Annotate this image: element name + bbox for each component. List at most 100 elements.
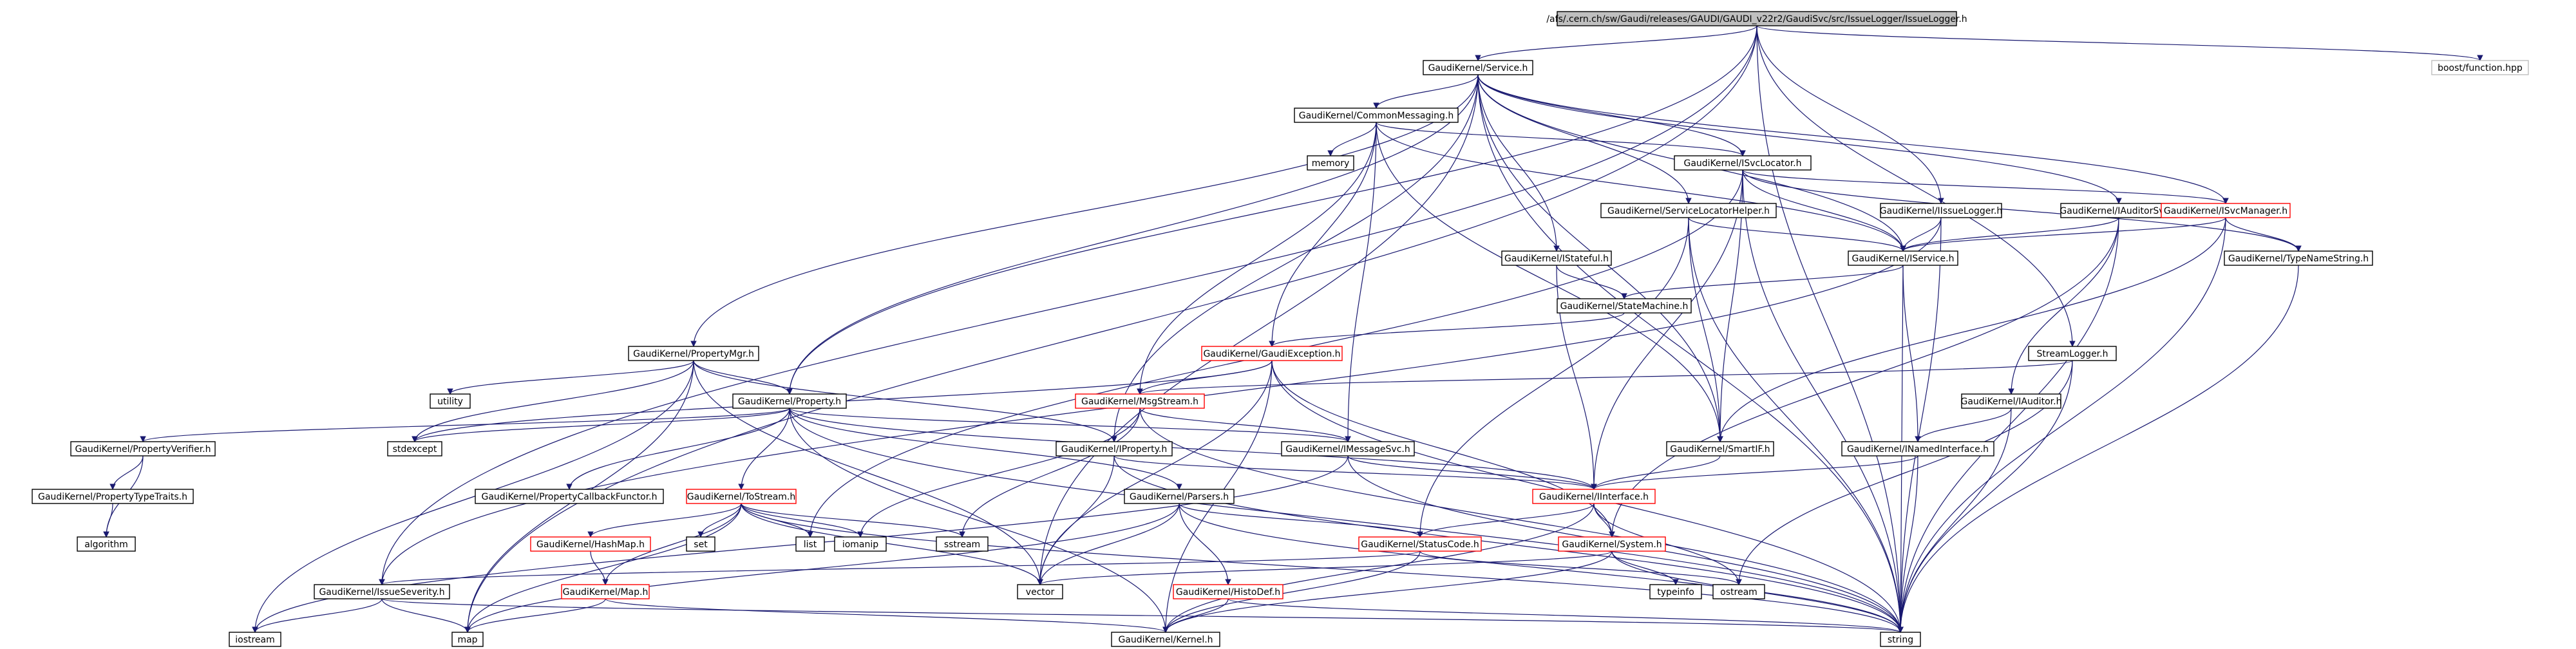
edge-svclochelper-to-smartif xyxy=(1688,217,1723,442)
node-label-list: list xyxy=(804,540,817,550)
edge-svclochelper-to-string xyxy=(1688,217,1904,633)
node-label-streamlogger: StreamLogger.h xyxy=(2037,349,2108,359)
node-gaudiexception[interactable]: GaudiKernel/GaudiException.h xyxy=(1201,346,1343,361)
node-box-typeinfo xyxy=(1649,584,1702,599)
node-msgstream[interactable]: GaudiKernel/MsgStream.h xyxy=(1075,393,1205,409)
node-ostream[interactable]: ostream xyxy=(1712,584,1765,599)
node-box-algorithm xyxy=(77,536,136,552)
node-imessagesvc[interactable]: GaudiKernel/IMessageSvc.h xyxy=(1281,441,1415,456)
node-vector[interactable]: vector xyxy=(1017,584,1063,599)
node-iinterface[interactable]: GaudiKernel/IInterface.h xyxy=(1532,489,1656,504)
node-histodef[interactable]: GaudiKernel/HistoDef.h xyxy=(1173,584,1283,599)
node-inamedinterface[interactable]: GaudiKernel/INamedInterface.h xyxy=(1841,441,1994,456)
node-streamlogger[interactable]: StreamLogger.h xyxy=(2028,346,2117,361)
node-service[interactable]: GaudiKernel/Service.h xyxy=(1423,60,1533,75)
node-tbstream[interactable]: GaudiKernel/ToStream.h xyxy=(686,489,797,504)
node-label-parsers: GaudiKernel/Parsers.h xyxy=(1130,492,1229,502)
node-statuscode[interactable]: GaudiKernel/StatusCode.h xyxy=(1358,536,1482,552)
edge-iproperty-to-string xyxy=(1113,455,1904,633)
node-box-msgstream xyxy=(1075,393,1205,409)
edges-layer xyxy=(103,25,2483,633)
node-label-iauditorsvc: GaudiKernel/IAuditorSvc.h xyxy=(2060,206,2177,216)
node-algorithm[interactable]: algorithm xyxy=(77,536,136,552)
edge-iissuelogger-to-string xyxy=(1897,217,1942,633)
node-istateful[interactable]: GaudiKernel/IStateful.h xyxy=(1501,250,1612,266)
edge-property-to-string xyxy=(789,408,1904,633)
node-box-isvclocator xyxy=(1674,155,1812,171)
edge-propertymgr-to-utility xyxy=(447,360,694,395)
node-iservice[interactable]: GaudiKernel/IService.h xyxy=(1848,250,1958,266)
edge-property-to-parsers xyxy=(789,408,1182,490)
node-box-imessagesvc xyxy=(1281,441,1415,456)
edge-system-to-vector xyxy=(1037,550,1613,585)
node-stdexcept[interactable]: stdexcept xyxy=(387,441,442,456)
node-label-proptypetraits: GaudiKernel/PropertyTypeTraits.h xyxy=(38,492,187,502)
node-iomanip[interactable]: iomanip xyxy=(834,536,887,552)
node-smartif[interactable]: GaudiKernel/SmartIF.h xyxy=(1666,441,1774,456)
node-propertymgr[interactable]: GaudiKernel/PropertyMgr.h xyxy=(628,346,759,361)
node-box-hashmap xyxy=(530,536,651,552)
node-label-propcallbackfunctor: GaudiKernel/PropertyCallbackFunctor.h xyxy=(482,492,658,502)
edge-iauditor-to-inamedinterface xyxy=(1915,408,2012,442)
edge-propertymgr-to-vector xyxy=(693,360,1043,585)
node-set[interactable]: set xyxy=(686,536,715,552)
node-string[interactable]: string xyxy=(1880,632,1921,647)
node-label-set: set xyxy=(694,540,708,550)
edge-tbstream-to-vector xyxy=(741,503,1043,585)
node-propcallbackfunctor[interactable]: GaudiKernel/PropertyCallbackFunctor.h xyxy=(475,489,664,504)
node-utility[interactable]: utility xyxy=(430,393,471,409)
node-issueseverity[interactable]: GaudiKernel/IssueSeverity.h xyxy=(314,584,450,599)
node-svclochelper[interactable]: GaudiKernel/ServiceLocatorHelper.h xyxy=(1600,203,1777,218)
node-label-iproperty: GaudiKernel/IProperty.h xyxy=(1061,444,1167,455)
node-box-iostream xyxy=(229,632,281,647)
node-map_h[interactable]: GaudiKernel/Map.h xyxy=(561,584,650,599)
edge-statuscode-to-issueseverity xyxy=(379,550,1421,585)
node-label-stdexcept: stdexcept xyxy=(393,444,437,455)
node-typenamestring[interactable]: GaudiKernel/TypeNameString.h xyxy=(2224,250,2373,266)
node-statemachine[interactable]: GaudiKernel/StateMachine.h xyxy=(1557,298,1692,314)
node-system[interactable]: GaudiKernel/System.h xyxy=(1558,536,1666,552)
node-boostfn[interactable]: boost/function.hpp xyxy=(2431,60,2529,75)
edge-issueseverity-to-iostream xyxy=(252,598,383,633)
edge-root-to-boostfn xyxy=(1756,25,2483,61)
node-box-issueseverity xyxy=(314,584,450,599)
node-sstream[interactable]: sstream xyxy=(936,536,989,552)
node-box-histodef xyxy=(1173,584,1283,599)
node-box-streamlogger xyxy=(2028,346,2117,361)
node-iostream[interactable]: iostream xyxy=(229,632,281,647)
node-isvcmanager[interactable]: GaudiKernel/ISvcManager.h xyxy=(2161,203,2291,218)
edge-isvclocator-to-string xyxy=(1742,169,1904,633)
edge-property-to-stdexcept xyxy=(412,408,790,442)
edge-tbstream-to-set xyxy=(697,503,742,538)
node-box-proptypetraits xyxy=(32,489,194,504)
node-list[interactable]: list xyxy=(795,536,825,552)
node-root: /afs/.cern.ch/sw/Gaudi/releases/GAUDI/GA… xyxy=(1546,11,1967,26)
node-iproperty[interactable]: GaudiKernel/IProperty.h xyxy=(1056,441,1173,456)
node-iauditorsvc[interactable]: GaudiKernel/IAuditorSvc.h xyxy=(2060,203,2178,218)
node-box-isvcmanager xyxy=(2161,203,2291,218)
node-box-parsers xyxy=(1124,489,1235,504)
node-map[interactable]: map xyxy=(451,632,484,647)
node-iauditor[interactable]: GaudiKernel/IAuditor.h xyxy=(1961,393,2062,409)
node-kernel[interactable]: GaudiKernel/Kernel.h xyxy=(1111,632,1220,647)
edge-commonmsg-to-isvclocator xyxy=(1376,122,1746,156)
node-commonmsg[interactable]: GaudiKernel/CommonMessaging.h xyxy=(1294,108,1459,123)
edge-commonmsg-to-iservice xyxy=(1376,122,1906,252)
node-label-propertyverifier: GaudiKernel/PropertyVerifier.h xyxy=(75,444,211,455)
edge-isvclocator-to-typenamestring xyxy=(1742,169,2302,252)
node-parsers[interactable]: GaudiKernel/Parsers.h xyxy=(1124,489,1235,504)
node-iissuelogger[interactable]: GaudiKernel/IIssueLogger.h xyxy=(1880,203,2002,218)
node-isvclocator[interactable]: GaudiKernel/ISvcLocator.h xyxy=(1674,155,1812,171)
node-propertyverifier[interactable]: GaudiKernel/PropertyVerifier.h xyxy=(70,441,216,456)
edge-commonmsg-to-memory xyxy=(1327,122,1377,156)
node-typeinfo[interactable]: typeinfo xyxy=(1649,584,1702,599)
node-property[interactable]: GaudiKernel/Property.h xyxy=(732,393,847,409)
edge-root-to-streamlogger xyxy=(1756,25,2076,347)
edge-iauditor-to-string xyxy=(1897,408,2012,633)
edge-iproperty-to-iinterface xyxy=(1113,455,1597,490)
node-memory[interactable]: memory xyxy=(1307,155,1354,171)
edge-parsers-to-statuscode xyxy=(1179,503,1423,538)
node-proptypetraits[interactable]: GaudiKernel/PropertyTypeTraits.h xyxy=(32,489,194,504)
node-label-memory: memory xyxy=(1312,158,1350,169)
node-hashmap[interactable]: GaudiKernel/HashMap.h xyxy=(530,536,651,552)
